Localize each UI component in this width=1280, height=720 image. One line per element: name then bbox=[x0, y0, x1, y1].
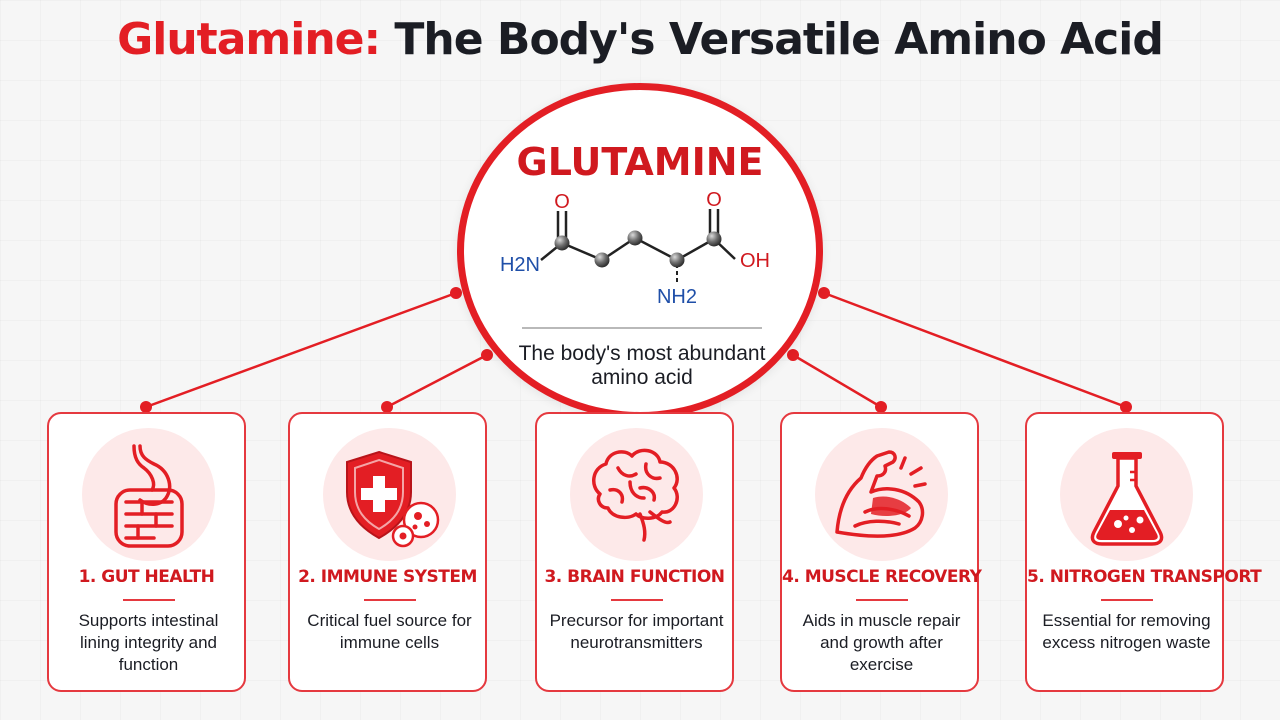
card-divider bbox=[611, 599, 663, 601]
flexed-arm-icon bbox=[835, 450, 927, 538]
shield-cross-icon bbox=[346, 450, 440, 548]
oxygen-label-right: O bbox=[706, 189, 722, 211]
connector-immune bbox=[385, 353, 488, 413]
card-divider bbox=[1101, 599, 1153, 601]
hub-divider bbox=[522, 327, 762, 329]
card-title: 1. GUT HEALTH bbox=[78, 567, 215, 587]
carbon-atom bbox=[594, 252, 610, 268]
hub-subtitle: The body's most abundant amino acid bbox=[518, 342, 766, 389]
card-description: Essential for removing excess nitrogen w… bbox=[1042, 611, 1211, 652]
card-title: 4. MUSCLE RECOVERY bbox=[782, 567, 982, 587]
carbon-atom bbox=[554, 235, 570, 251]
card-gut-health: 1. GUT HEALTH Supports intestinal lining… bbox=[47, 412, 246, 692]
card-divider bbox=[364, 599, 416, 601]
connector-node bbox=[818, 287, 830, 299]
card-description: Aids in muscle repair and growth after e… bbox=[802, 611, 961, 674]
card-icon-bg bbox=[815, 428, 948, 561]
glutamine-hub: GLUTAMINE bbox=[457, 83, 823, 419]
card-description: Supports intestinal lining integrity and… bbox=[78, 611, 219, 674]
amide-label: H2N bbox=[500, 254, 540, 276]
title-rest: The Body's Versatile Amino Acid bbox=[380, 14, 1163, 65]
page-title: Glutamine: The Body's Versatile Amino Ac… bbox=[0, 14, 1280, 65]
card-brain-function: 3. BRAIN FUNCTION Precursor for importan… bbox=[535, 412, 734, 692]
carbon-atom bbox=[669, 252, 685, 268]
card-description: Precursor for important neurotransmitter… bbox=[549, 611, 724, 652]
card-title: 2. IMMUNE SYSTEM bbox=[298, 567, 477, 587]
card-icon-bg bbox=[1060, 428, 1193, 561]
connector-node bbox=[481, 349, 493, 361]
connector-node bbox=[787, 349, 799, 361]
card-divider bbox=[123, 599, 175, 601]
card-icon-bg bbox=[323, 428, 456, 561]
connector-nitrogen bbox=[823, 291, 1128, 413]
brain-icon bbox=[592, 448, 679, 542]
card-title: 3. BRAIN FUNCTION bbox=[544, 567, 725, 587]
molecule-structure-icon: O O H2N OH NH2 bbox=[500, 189, 770, 308]
connector-node bbox=[450, 287, 462, 299]
hub-heading: GLUTAMINE bbox=[516, 140, 764, 184]
card-nitrogen-transport: 5. NITROGEN TRANSPORT Essential for remo… bbox=[1025, 412, 1262, 692]
connector-gut bbox=[144, 291, 457, 413]
oxygen-label-left: O bbox=[554, 191, 570, 213]
card-icon-bg bbox=[570, 428, 703, 561]
carbon-atom bbox=[627, 230, 643, 246]
card-title: 5. NITROGEN TRANSPORT bbox=[1027, 567, 1262, 587]
card-icon-bg bbox=[82, 428, 215, 561]
intestine-icon bbox=[114, 444, 184, 548]
hydroxyl-label: OH bbox=[740, 250, 770, 272]
carbon-atom bbox=[706, 231, 722, 247]
card-description: Critical fuel source for immune cells bbox=[307, 611, 472, 652]
card-divider bbox=[856, 599, 908, 601]
flask-icon bbox=[1090, 452, 1164, 546]
card-immune-system: 2. IMMUNE SYSTEM Critical fuel source fo… bbox=[288, 412, 487, 692]
connector-muscle bbox=[792, 353, 883, 413]
amine-label: NH2 bbox=[657, 286, 697, 308]
card-muscle-recovery: 4. MUSCLE RECOVERY Aids in muscle repair… bbox=[780, 412, 982, 692]
title-accent: Glutamine: bbox=[117, 14, 381, 65]
